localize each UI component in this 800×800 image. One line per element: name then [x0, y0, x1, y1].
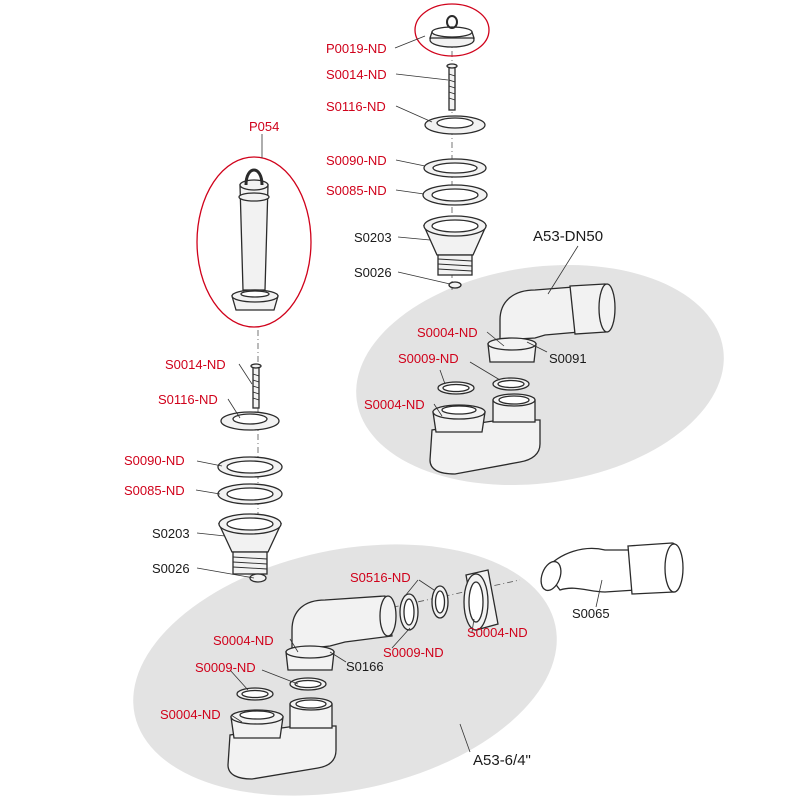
label-s0090-nd-left: S0090-ND: [124, 453, 185, 468]
label-s0014-nd-left: S0014-ND: [165, 357, 226, 372]
label-s0516-nd: S0516-ND: [350, 570, 411, 585]
label-b-s0004-nd-right: S0004-ND: [467, 625, 528, 640]
label-s0091: S0091: [549, 351, 587, 366]
label-dn50-s0004-nd-lower: S0004-ND: [364, 397, 425, 412]
label-b-s0009-nd-left: S0009-ND: [195, 660, 256, 675]
label-assembly-a53-64: A53-6/4": [473, 752, 531, 769]
label-s0085-nd-left: S0085-ND: [124, 483, 185, 498]
label-dn50-s0004-nd-upper: S0004-ND: [417, 325, 478, 340]
label-b-s0004-nd-lower: S0004-ND: [160, 707, 221, 722]
top-strainer-stack: [414, 3, 490, 290]
label-s0203-top: S0203: [354, 230, 392, 245]
a53-64-siphon: [227, 569, 521, 780]
label-p054: P054: [249, 119, 280, 134]
label-s0166: S0166: [346, 659, 384, 674]
label-s0203-left: S0203: [152, 526, 190, 541]
label-s0116-nd-left: S0116-ND: [158, 392, 218, 407]
s0065-elbow: [540, 542, 684, 595]
label-p0019-nd: P0019-ND: [326, 41, 387, 56]
label-s0026-left: S0026: [152, 561, 190, 576]
a53-dn50-siphon: [429, 283, 616, 475]
assembly-a53-dn50-background: [356, 264, 724, 486]
label-s0090-nd-top: S0090-ND: [326, 153, 387, 168]
label-b-s0009-nd-right: S0009-ND: [383, 645, 444, 660]
left-overflow-stack: [196, 156, 312, 583]
label-s0026-top: S0026: [354, 265, 392, 280]
leader-lines: [195, 35, 603, 753]
label-b-s0004-nd-upper: S0004-ND: [213, 633, 274, 648]
label-s0014-nd-top: S0014-ND: [326, 67, 387, 82]
label-s0085-nd-top: S0085-ND: [326, 183, 387, 198]
label-dn50-s0009-nd: S0009-ND: [398, 351, 459, 366]
label-assembly-a53-dn50: A53-DN50: [533, 228, 604, 245]
label-s0116-nd-top: S0116-ND: [326, 99, 386, 114]
label-s0065: S0065: [572, 606, 610, 621]
